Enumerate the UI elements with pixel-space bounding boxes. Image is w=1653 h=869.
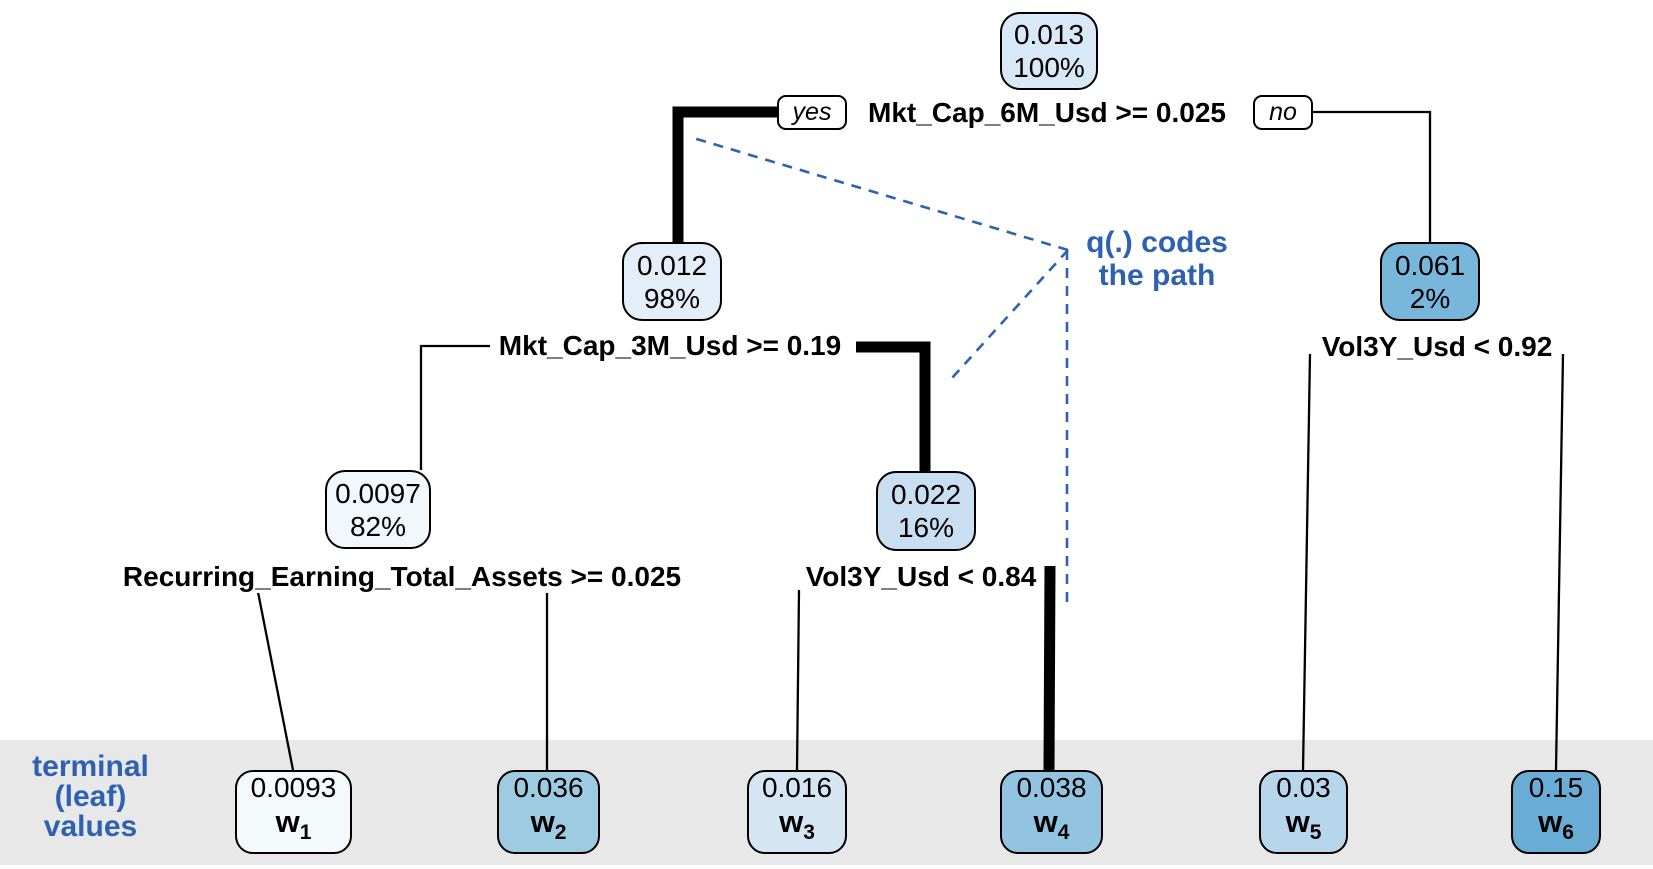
leaf-w2: 0.036 w2 bbox=[497, 770, 600, 854]
annotation-line1: q(.) codes bbox=[1086, 226, 1228, 259]
leaf-w3-label: w3 bbox=[779, 804, 815, 851]
leaf-w1-sub: 1 bbox=[299, 821, 312, 845]
leaf-w2-sub: 2 bbox=[554, 821, 567, 845]
leaf-w1-value: 0.0093 bbox=[250, 772, 337, 804]
leaf-w1: 0.0093 w1 bbox=[235, 770, 352, 854]
dashed-path-middle bbox=[951, 249, 1069, 379]
leaf-w4-name: w bbox=[1033, 804, 1058, 840]
branch-root-no bbox=[1313, 110, 1432, 242]
annotation-line2: the path bbox=[1098, 259, 1216, 292]
annotation-q-codes-path: q(.) codes the path bbox=[1068, 226, 1246, 292]
branch-l3r-left-to-w3 bbox=[795, 589, 801, 771]
leaf-w3-name: w bbox=[779, 804, 804, 840]
branch-l3r-right-to-w4-thick bbox=[1043, 565, 1056, 771]
node-root-pct: 100% bbox=[1013, 52, 1085, 83]
node-right-value: 0.061 bbox=[1394, 249, 1466, 281]
node-right-2pct: 0.061 2% bbox=[1380, 242, 1480, 321]
node-ll-value: 0.0097 bbox=[335, 477, 421, 509]
band-caption-line1: terminal bbox=[32, 750, 149, 783]
branch-r-left-to-w5 bbox=[1301, 353, 1312, 771]
node-root-value: 0.013 bbox=[1013, 19, 1085, 50]
leaf-w5-value: 0.03 bbox=[1276, 772, 1331, 804]
leaf-w4-sub: 4 bbox=[1057, 821, 1070, 845]
leaf-w4: 0.038 w4 bbox=[1000, 770, 1103, 854]
split-label-vol3y-084: Vol3Y_Usd < 0.84 bbox=[802, 561, 1040, 593]
branch-r-right-to-w6 bbox=[1554, 353, 1565, 771]
split-label-vol3y-092: Vol3Y_Usd < 0.92 bbox=[1318, 331, 1556, 363]
leaf-w6-sub: 6 bbox=[1562, 821, 1574, 845]
leaf-w3-sub: 3 bbox=[803, 821, 815, 845]
leaf-w5-label: w5 bbox=[1286, 804, 1322, 851]
split-label-mkt-cap-3m: Mkt_Cap_3M_Usd >= 0.19 bbox=[495, 330, 845, 362]
leaf-w2-name: w bbox=[530, 804, 555, 840]
band-caption-line2: (leaf) bbox=[54, 780, 127, 813]
leaf-w6-name: w bbox=[1538, 804, 1563, 840]
leaf-w3-value: 0.016 bbox=[761, 772, 833, 804]
leaf-w2-value: 0.036 bbox=[513, 772, 584, 804]
leaf-w2-label: w2 bbox=[531, 804, 567, 851]
branch-root-yes-thick bbox=[672, 106, 777, 242]
leaf-w4-label: w4 bbox=[1034, 804, 1070, 851]
node-right-pct: 2% bbox=[1409, 282, 1451, 314]
split-label-recurring-earning: Recurring_Earning_Total_Assets >= 0.025 bbox=[119, 561, 685, 593]
leaf-w4-value: 0.038 bbox=[1016, 772, 1087, 804]
split-label-root: Mkt_Cap_6M_Usd >= 0.025 bbox=[865, 97, 1229, 129]
terminal-band-caption: terminal (leaf) values bbox=[8, 752, 173, 842]
leaf-w5-name: w bbox=[1285, 804, 1310, 840]
node-left-left-82pct: 0.0097 82% bbox=[325, 470, 431, 549]
leaf-w1-label: w1 bbox=[276, 804, 312, 851]
leaf-w6: 0.15 w6 bbox=[1511, 770, 1601, 854]
band-caption-line3: values bbox=[43, 810, 138, 843]
node-lr-value: 0.022 bbox=[890, 479, 962, 510]
node-left-98pct: 0.012 98% bbox=[622, 242, 722, 321]
node-root: 0.013 100% bbox=[1000, 12, 1098, 90]
dashed-path-upper bbox=[689, 135, 1069, 252]
leaf-w6-label: w6 bbox=[1538, 804, 1574, 851]
branch-l2-left bbox=[419, 344, 490, 470]
leaf-w1-name: w bbox=[275, 804, 300, 840]
node-left-pct: 98% bbox=[643, 282, 701, 314]
node-lr-pct: 16% bbox=[897, 512, 955, 543]
branch-l3-left-to-w1 bbox=[256, 591, 295, 771]
yes-branch-label: yes bbox=[777, 95, 847, 130]
leaf-w5-sub: 5 bbox=[1309, 821, 1322, 845]
node-left-value: 0.012 bbox=[636, 249, 708, 281]
leaf-w5: 0.03 w5 bbox=[1259, 770, 1348, 854]
node-ll-pct: 82% bbox=[349, 510, 407, 542]
node-left-right-16pct: 0.022 16% bbox=[876, 471, 976, 551]
leaf-w3: 0.016 w3 bbox=[747, 770, 847, 854]
no-branch-label: no bbox=[1253, 95, 1313, 130]
branch-l2-right-thick bbox=[856, 341, 931, 471]
leaf-w6-value: 0.15 bbox=[1528, 772, 1584, 804]
